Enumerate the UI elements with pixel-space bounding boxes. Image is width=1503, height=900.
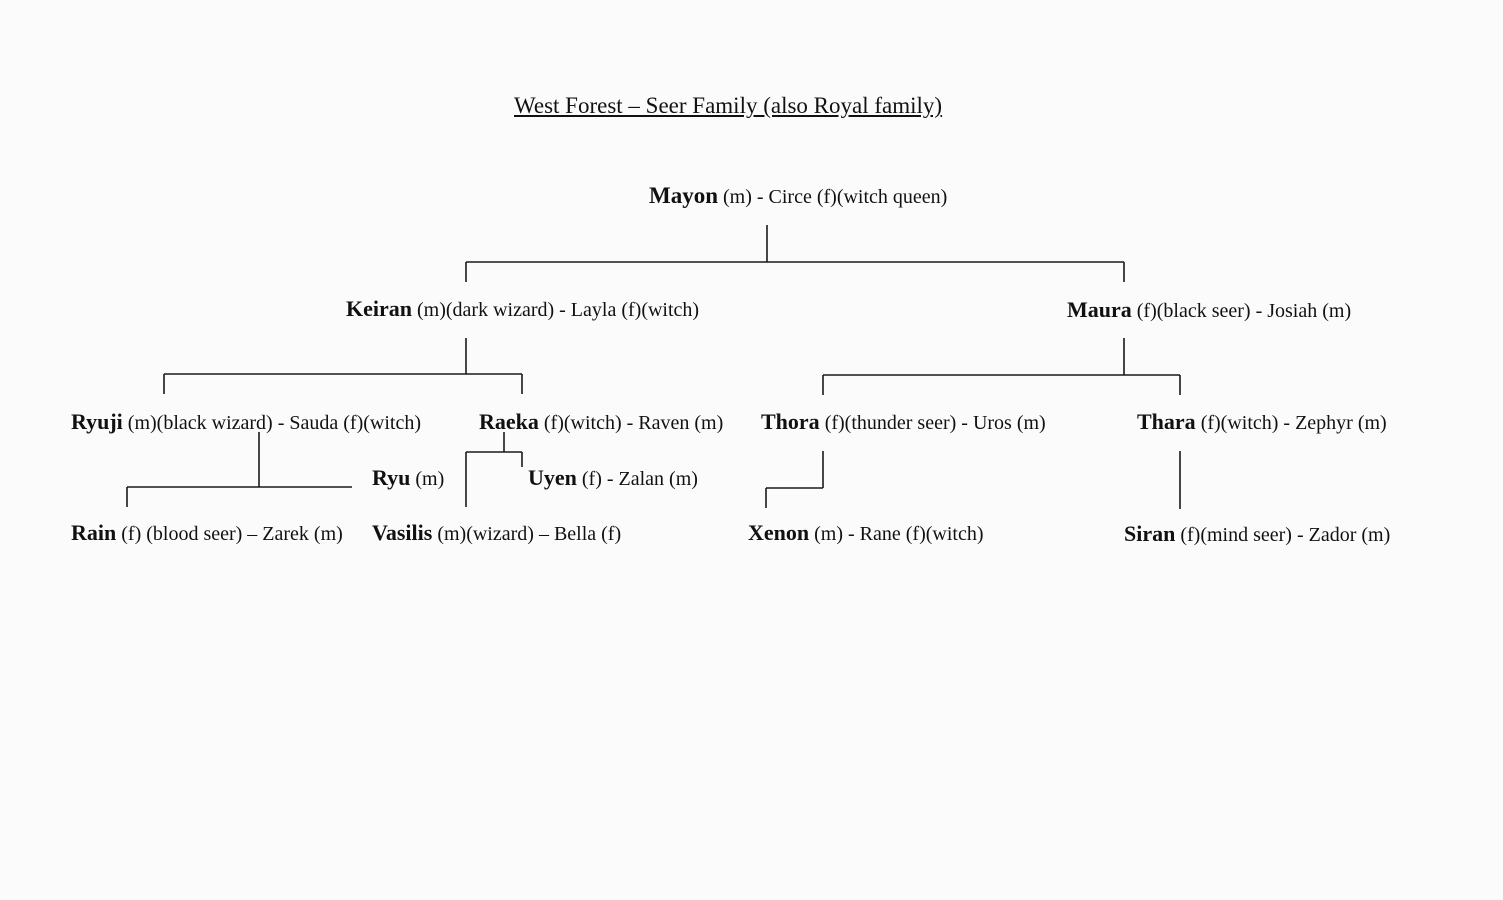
person-name: Ryuji (71, 409, 123, 434)
diagram-title: West Forest – Seer Family (also Royal fa… (514, 93, 943, 118)
person-detail: (f)(thunder seer) - Uros (m) (819, 412, 1046, 434)
person-detail: (m) - Rane (f)(witch) (809, 523, 984, 545)
person-detail: (f) - Zalan (m) (576, 468, 698, 490)
person-uyen: Uyen (f) - Zalan (m) (528, 465, 698, 490)
person-detail: (m)(black wizard) - Sauda (f)(witch) (122, 412, 421, 434)
person-detail: (f)(witch) - Zephyr (m) (1195, 412, 1387, 434)
person-name: Keiran (346, 296, 412, 321)
person-name: Raeka (479, 409, 539, 434)
person-name: Thora (761, 409, 820, 434)
person-thara: Thara (f)(witch) - Zephyr (m) (1137, 409, 1387, 434)
person-name: Uyen (528, 465, 577, 490)
person-xenon: Xenon (m) - Rane (f)(witch) (748, 520, 984, 545)
person-detail: (f)(black seer) - Josiah (m) (1131, 300, 1352, 322)
person-detail: (m)(dark wizard) - Layla (f)(witch) (412, 299, 700, 321)
person-detail: (f)(witch) - Raven (m) (538, 412, 724, 434)
person-detail: (f) (blood seer) – Zarek (m) (116, 523, 343, 545)
person-name: Mayon (649, 183, 718, 208)
person-detail: (m) (410, 468, 445, 490)
person-rain: Rain (f) (blood seer) – Zarek (m) (71, 520, 343, 545)
person-mayon: Mayon (m) - Circe (f)(witch queen) (649, 184, 947, 207)
person-name: Thara (1137, 409, 1196, 434)
person-name: Ryu (372, 465, 411, 490)
person-thora: Thora (f)(thunder seer) - Uros (m) (761, 409, 1046, 434)
person-name: Vasilis (372, 520, 433, 545)
person-vasilis: Vasilis (m)(wizard) – Bella (f) (372, 520, 622, 545)
person-detail: (m) - Circe (f)(witch queen) (718, 186, 948, 208)
person-name: Maura (1067, 297, 1132, 322)
person-name: Siran (1124, 521, 1176, 546)
person-name: Rain (71, 520, 117, 545)
person-ryuji: Ryuji (m)(black wizard) - Sauda (f)(witc… (71, 409, 421, 434)
person-maura: Maura (f)(black seer) - Josiah (m) (1067, 297, 1352, 322)
person-ryu: Ryu (m) (372, 465, 445, 490)
person-name: Xenon (748, 520, 810, 545)
person-detail: (f)(mind seer) - Zador (m) (1175, 524, 1391, 546)
person-detail: (m)(wizard) – Bella (f) (432, 523, 622, 545)
person-keiran: Keiran (m)(dark wizard) - Layla (f)(witc… (346, 296, 700, 321)
person-raeka: Raeka (f)(witch) - Raven (m) (479, 409, 724, 434)
person-siran: Siran (f)(mind seer) - Zador (m) (1124, 521, 1391, 546)
